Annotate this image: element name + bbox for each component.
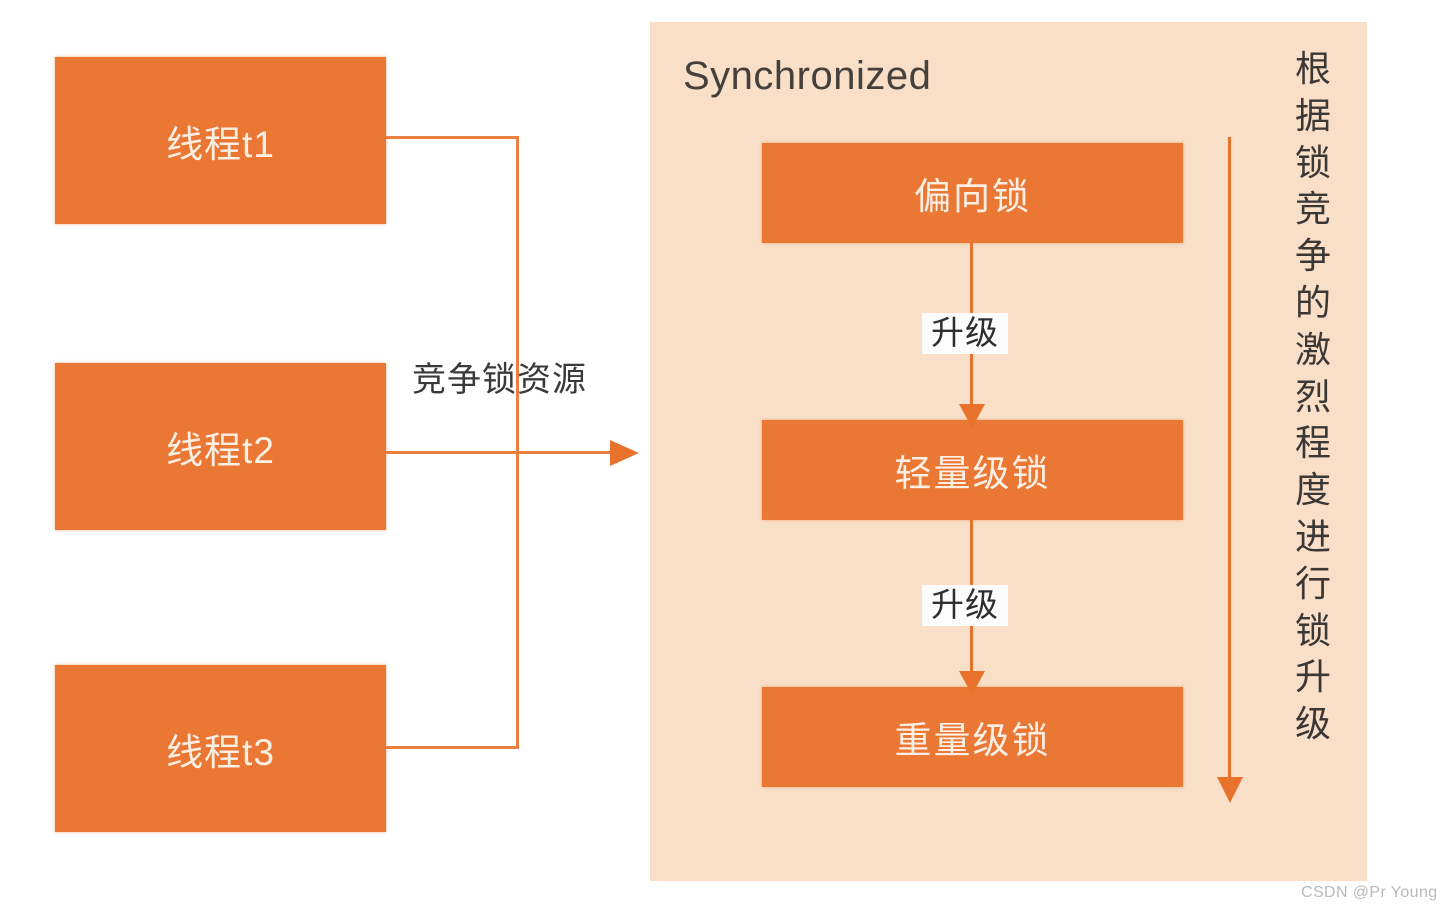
connector-line-to-panel [516, 451, 616, 454]
arrow-head-icon-escalation [1217, 777, 1243, 803]
lock-box-lightweight-label: 轻量级锁 [894, 453, 1051, 494]
connector-line-t2 [386, 451, 519, 454]
thread-box-t1: 线程t1 [55, 57, 386, 224]
lock-box-biased: 偏向锁 [762, 143, 1183, 243]
upgrade-label-1: 升级 [922, 313, 1008, 354]
lock-box-lightweight: 轻量级锁 [762, 420, 1183, 520]
thread-box-t2: 线程t2 [55, 363, 386, 530]
thread-box-t3-label: 线程t3 [166, 731, 275, 773]
arrow-head-icon-upgrade-1 [959, 404, 985, 428]
lock-box-biased-label: 偏向锁 [914, 176, 1031, 217]
thread-box-t3: 线程t3 [55, 665, 386, 832]
synchronized-title: Synchronized [683, 54, 932, 98]
escalation-arrow-line [1228, 137, 1231, 782]
flow-label-competition: 竞争锁资源 [412, 361, 587, 399]
arrow-head-icon-to-panel [610, 440, 639, 466]
connector-line-t1 [386, 136, 519, 139]
synchronized-panel: Synchronized 偏向锁 轻量级锁 重量级锁 升级 升级 根据锁竞争的激… [650, 22, 1367, 881]
thread-box-t2-label: 线程t2 [166, 429, 275, 471]
connector-line-t3 [386, 746, 519, 749]
lock-box-heavyweight: 重量级锁 [762, 687, 1183, 787]
connector-trunk-vertical [516, 136, 519, 749]
arrow-head-icon-upgrade-2 [959, 671, 985, 695]
thread-box-t1-label: 线程t1 [166, 123, 275, 165]
upgrade-label-2: 升级 [922, 585, 1008, 626]
lock-box-heavyweight-label: 重量级锁 [894, 720, 1051, 761]
watermark: CSDN @Pr Young [1301, 884, 1438, 901]
escalation-caption: 根据锁竞争的激烈程度进行锁升级 [1294, 48, 1331, 745]
